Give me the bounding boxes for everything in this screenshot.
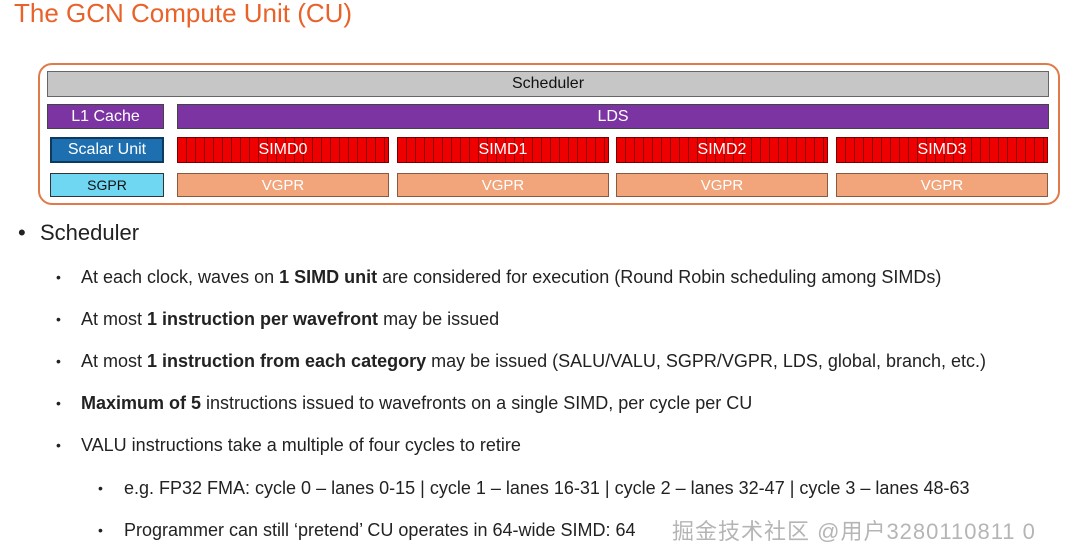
page-title: The GCN Compute Unit (CU): [14, 0, 353, 28]
sgpr-block: SGPR: [50, 173, 164, 197]
bullet-dot: •: [98, 522, 103, 538]
bullet-text: Maximum of 5 instructions issued to wave…: [81, 393, 753, 413]
bullet-text: VALU instructions take a multiple of fou…: [81, 435, 521, 455]
bullet-dot: •: [18, 220, 26, 245]
scheduler-block: Scheduler: [47, 71, 1049, 97]
bullet-text: e.g. FP32 FMA: cycle 0 – lanes 0-15 | cy…: [124, 478, 970, 498]
bullet-dot: •: [56, 311, 61, 327]
vgpr3-block: VGPR: [836, 173, 1048, 197]
vgpr2-block: VGPR: [616, 173, 828, 197]
bullet-dot: •: [56, 353, 61, 369]
watermark: 掘金技术社区 @用户3280110811 0: [672, 519, 1036, 544]
bullet-text: Scheduler: [40, 220, 140, 245]
vgpr0-block: VGPR: [177, 173, 389, 197]
bullet-text: At most 1 instruction per wavefront may …: [81, 309, 500, 329]
bullet-dot: •: [56, 395, 61, 411]
simd2-block: SIMD2: [616, 137, 828, 163]
simd3-block: SIMD3: [836, 137, 1048, 163]
bullet-dot: •: [98, 480, 103, 496]
simd0-block: SIMD0: [177, 137, 389, 163]
bullet-text: At each clock, waves on 1 SIMD unit are …: [81, 267, 942, 287]
l1-cache-block: L1 Cache: [47, 104, 164, 129]
simd1-block: SIMD1: [397, 137, 609, 163]
compute-unit-frame: [38, 63, 1060, 205]
bullet-dot: •: [56, 269, 61, 285]
bullet-text: Programmer can still ‘pretend’ CU operat…: [124, 520, 636, 540]
lds-block: LDS: [177, 104, 1049, 129]
bullet-text: At most 1 instruction from each category…: [81, 351, 986, 371]
vgpr1-block: VGPR: [397, 173, 609, 197]
bullet-dot: •: [56, 437, 61, 453]
scalar-unit-block: Scalar Unit: [50, 137, 164, 163]
